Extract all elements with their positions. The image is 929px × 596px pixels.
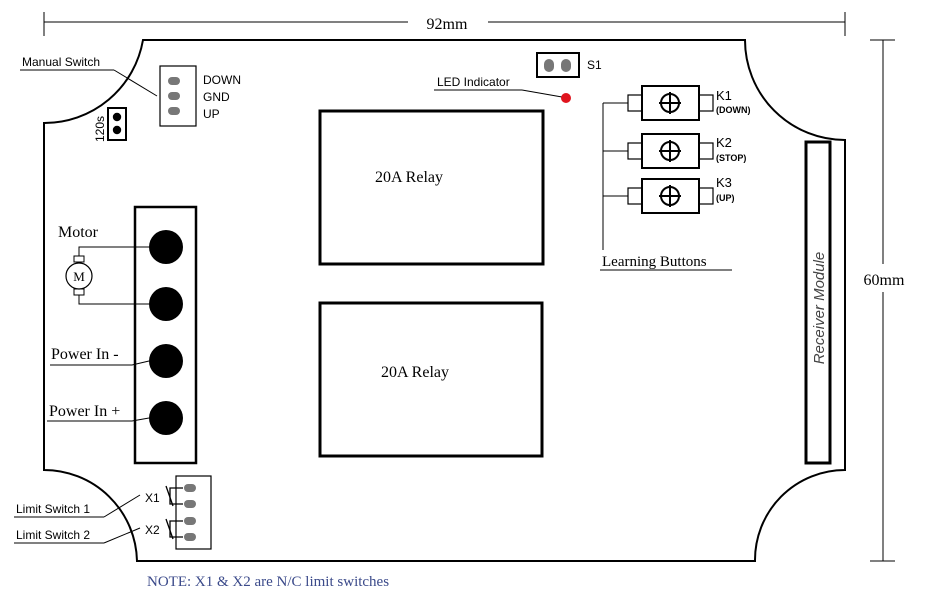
led-dot — [561, 93, 571, 103]
button-k1-name: K1 — [716, 88, 732, 103]
manual-switch-label: Manual Switch — [22, 55, 100, 69]
button-k3 — [627, 178, 714, 214]
limit-switch-2-leader — [103, 527, 141, 544]
button-k3-function: (UP) — [716, 193, 735, 203]
terminal-3 — [149, 344, 183, 378]
limit-switch-2-label: Limit Switch 2 — [16, 528, 90, 542]
receiver-module-label: Receiver Module — [811, 252, 828, 365]
motor-symbol-letter: M — [73, 269, 85, 284]
limit-switch-symbols — [165, 485, 183, 540]
manual-switch-pin-gnd: GND — [203, 90, 230, 104]
led-leader — [521, 89, 563, 98]
terminal-2 — [149, 287, 183, 321]
manual-switch-pin-down: DOWN — [203, 73, 241, 87]
x2-label: X2 — [145, 523, 160, 537]
height-label: 60mm — [864, 272, 905, 289]
button-k2 — [627, 133, 714, 169]
limit-switch-1-leader — [103, 494, 141, 518]
button-k1 — [627, 85, 714, 121]
manual-switch-pin-up: UP — [203, 107, 220, 121]
board-outline — [43, 39, 846, 562]
led-indicator-label: LED Indicator — [437, 75, 510, 89]
width-label: 92mm — [427, 16, 468, 33]
learning-buttons-label: Learning Buttons — [602, 254, 707, 270]
width-dimension — [43, 12, 846, 36]
limit-switch-1-label: Limit Switch 1 — [16, 502, 90, 516]
motor-label: Motor — [58, 224, 99, 241]
jumper-120s — [107, 107, 127, 141]
power-minus-wire — [50, 360, 150, 366]
relay-1-label: 20A Relay — [375, 169, 443, 186]
button-k3-name: K3 — [716, 175, 732, 190]
manual-switch-leader — [113, 69, 158, 97]
motor-wiring — [78, 246, 149, 305]
manual-switch-connector — [159, 65, 197, 127]
motor-symbol — [65, 255, 93, 296]
relay-2-label: 20A Relay — [381, 364, 449, 381]
limit-switch-connector — [175, 475, 212, 550]
x1-label: X1 — [145, 491, 160, 505]
learning-buttons-bracket — [602, 102, 628, 250]
s1-connector — [536, 52, 580, 78]
height-dimension — [870, 39, 895, 562]
button-k1-function: (DOWN) — [716, 105, 751, 115]
power-in-plus-label: Power In + — [49, 403, 120, 420]
terminal-1 — [149, 230, 183, 264]
note-text: NOTE: X1 & X2 are N/C limit switches — [147, 574, 389, 590]
relay-2 — [318, 301, 544, 458]
button-k2-name: K2 — [716, 135, 732, 150]
receiver-module — [804, 140, 832, 465]
button-k2-function: (STOP) — [716, 153, 746, 163]
s1-label: S1 — [587, 58, 602, 72]
jumper-120s-label: 120s — [93, 116, 107, 142]
power-plus-wire — [47, 417, 150, 422]
terminal-4 — [149, 401, 183, 435]
power-in-minus-label: Power In - — [51, 346, 119, 363]
relay-1 — [318, 109, 545, 266]
